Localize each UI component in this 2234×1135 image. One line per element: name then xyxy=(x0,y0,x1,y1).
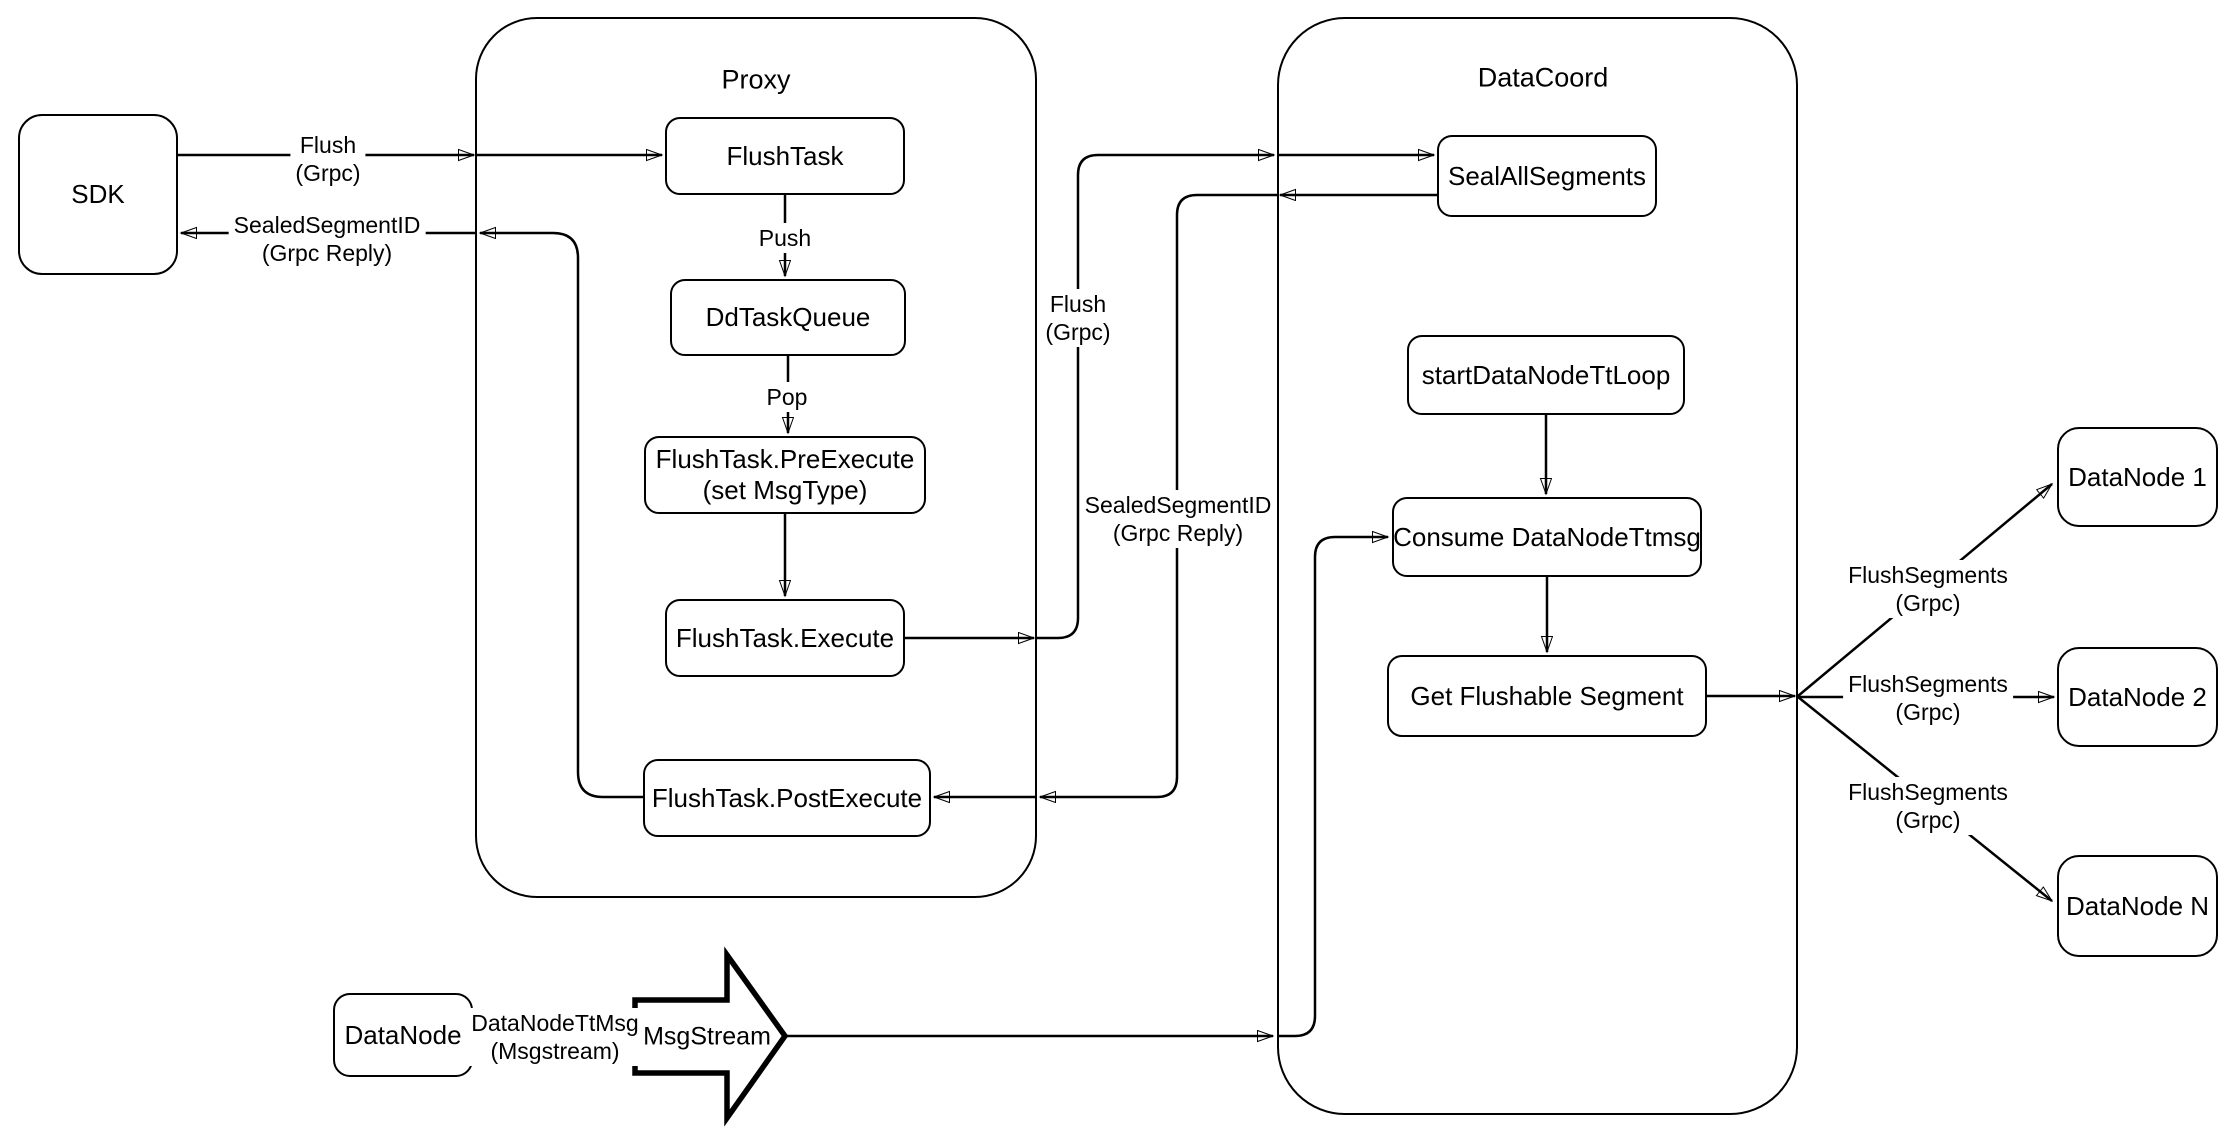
edge-label-sealedsegmentid-mid: SealedSegmentID (Grpc Reply) xyxy=(1079,490,1277,548)
node-flushtask-preexecute: FlushTask.PreExecute (set MsgType) xyxy=(644,436,926,514)
node-consume-datanodettmsg: Consume DataNodeTtmsg xyxy=(1392,497,1702,577)
edge-label-line: DataNodeTtMsg xyxy=(471,1010,639,1036)
proxy-title: Proxy xyxy=(721,64,791,95)
node-flushtask-preexecute-line2: (set MsgType) xyxy=(702,475,868,505)
node-ddtaskqueue: DdTaskQueue xyxy=(670,279,906,356)
edge-label-line: (Grpc) xyxy=(1045,319,1111,345)
edge-label-sealedsegmentid-sdk: SealedSegmentID (Grpc Reply) xyxy=(228,210,426,268)
node-datanode-1: DataNode 1 xyxy=(2057,427,2218,527)
edge-label-flushsegments-2: FlushSegments (Grpc) xyxy=(1843,669,2013,727)
datacoord-title: DataCoord xyxy=(1477,62,1609,93)
node-startdatanodettloop: startDataNodeTtLoop xyxy=(1407,335,1685,415)
proxy-container xyxy=(475,17,1037,898)
edge-label-flush-grpc-mid: Flush (Grpc) xyxy=(1040,289,1116,347)
edge-label-line: (Grpc) xyxy=(1895,590,1961,616)
edge-label-datanodettmsg: DataNodeTtMsg (Msgstream) xyxy=(466,1008,644,1066)
edge-flush-to-datacoord-border xyxy=(1037,155,1274,640)
edge-label-line: Flush xyxy=(1049,291,1107,317)
node-flushtask-preexecute-line1: FlushTask.PreExecute xyxy=(655,444,915,474)
node-sealallsegments: SealAllSegments xyxy=(1437,135,1657,217)
edge-label-flushsegments-3: FlushSegments (Grpc) xyxy=(1843,777,2013,835)
edge-label-line: FlushSegments xyxy=(1848,671,2008,697)
edge-label-line: SealedSegmentID xyxy=(233,212,421,238)
edge-label-flushsegments-1: FlushSegments (Grpc) xyxy=(1843,560,2013,618)
node-flushtask-execute: FlushTask.Execute xyxy=(665,599,905,677)
edge-label-line: (Grpc) xyxy=(1895,807,1961,833)
node-sdk: SDK xyxy=(18,114,178,275)
node-datanode-source: DataNode xyxy=(333,993,473,1077)
node-get-flushable-segment: Get Flushable Segment xyxy=(1387,655,1707,737)
edge-label-line: SealedSegmentID xyxy=(1084,492,1272,518)
edge-label-line: (Msgstream) xyxy=(490,1038,620,1064)
edge-label-line: FlushSegments xyxy=(1848,779,2008,805)
node-flushtask: FlushTask xyxy=(665,117,905,195)
edge-label-line: Flush xyxy=(299,132,357,158)
edge-label-line: (Grpc) xyxy=(1895,699,1961,725)
edge-label-push: Push xyxy=(753,223,817,253)
node-datanode-n: DataNode N xyxy=(2057,855,2218,957)
edge-label-line: (Grpc Reply) xyxy=(261,240,393,266)
edge-label-line: (Grpc) xyxy=(295,160,361,186)
node-datanode-2: DataNode 2 xyxy=(2057,647,2218,747)
edge-label-flush-grpc-sdk: Flush (Grpc) xyxy=(290,130,366,188)
node-flushtask-postexecute: FlushTask.PostExecute xyxy=(643,759,931,837)
msgstream-label: MsgStream xyxy=(643,1022,771,1051)
edge-label-pop: Pop xyxy=(761,382,813,412)
edge-label-line: FlushSegments xyxy=(1848,562,2008,588)
edge-label-line: (Grpc Reply) xyxy=(1112,520,1244,546)
